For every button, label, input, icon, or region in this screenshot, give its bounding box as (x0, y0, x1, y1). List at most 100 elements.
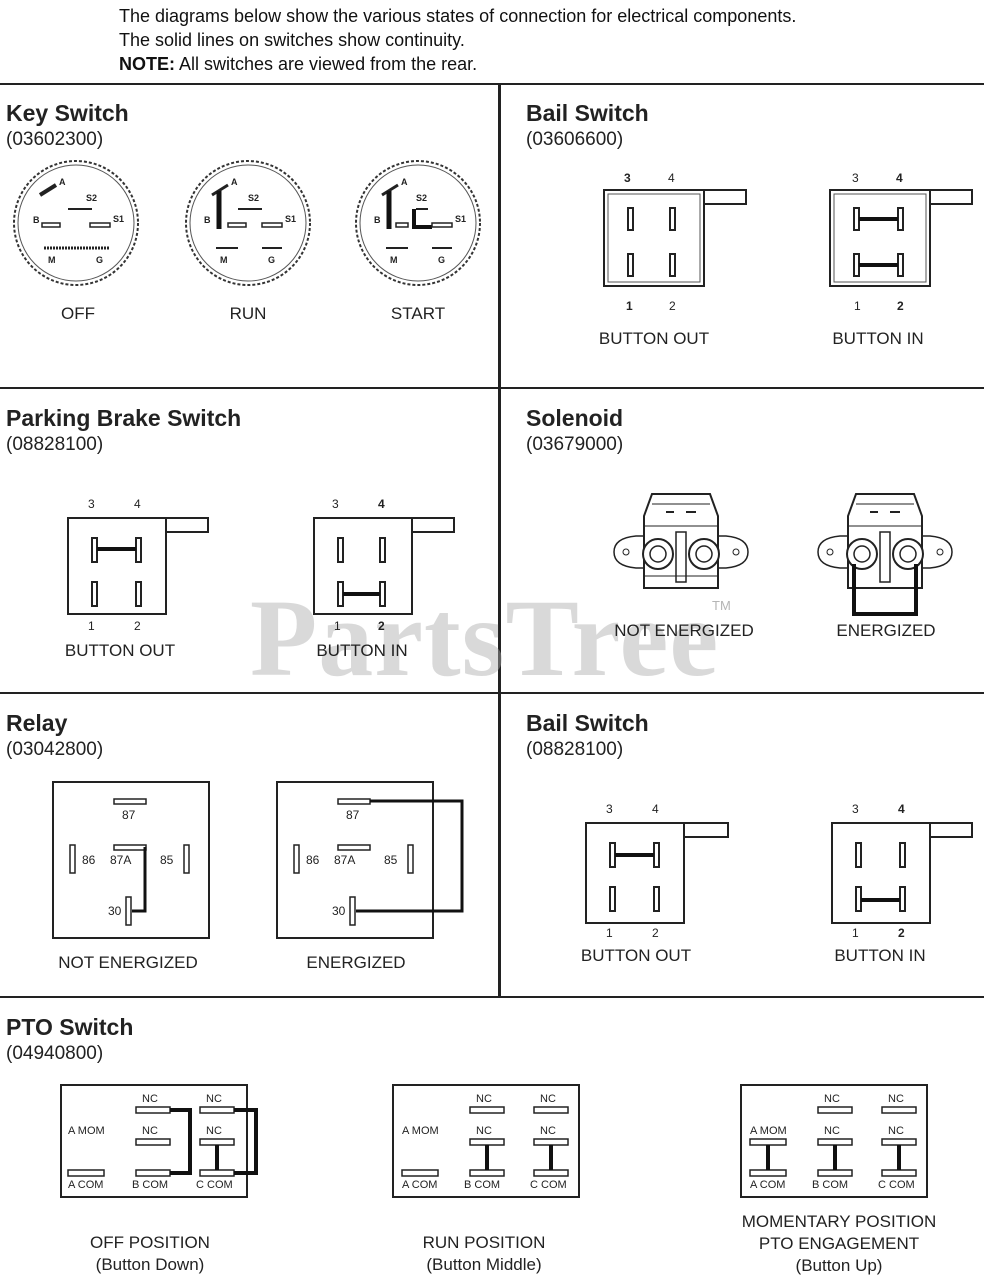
pto-run-ccom: C COM (530, 1179, 567, 1191)
bail1-in-pin-3: 3 (852, 171, 859, 185)
pb-out-pin-3: 3 (88, 497, 95, 511)
pto-off-nc-2: NC (206, 1093, 222, 1105)
pto-off-amom: A MOM (68, 1125, 105, 1137)
relay-on-label-87: 87 (346, 808, 360, 822)
solenoid-energized-diagram (817, 493, 953, 616)
key-run-label-s1: S1 (285, 214, 296, 224)
key-off-label-a: A (59, 177, 66, 187)
solenoid-title: Solenoid (526, 405, 624, 431)
bail-switch-2-in-diagram: 3 4 1 2 (831, 802, 973, 940)
pto-off-acom: A COM (68, 1179, 103, 1191)
pto-run-nc-3: NC (476, 1125, 492, 1137)
solenoid-part-number: (03679000) (526, 434, 624, 455)
pb-out-pin-1: 1 (88, 619, 95, 633)
relay-not-energized-diagram: 87 86 87A 85 30 (52, 781, 210, 939)
key-start-label-s2: S2 (416, 193, 427, 203)
bail1-in-pin-4: 4 (896, 171, 903, 185)
pb-out-pin-2: 2 (134, 619, 141, 633)
divider-top (0, 83, 984, 85)
bail-switch-1-part-number: (03606600) (526, 129, 624, 150)
pto-mom-nc-3: NC (824, 1125, 840, 1137)
key-switch-state-start: START (390, 304, 446, 323)
divider-center (498, 84, 501, 996)
bail-switch-2-state-out: BUTTON OUT (580, 946, 692, 965)
relay-on-label-86: 86 (306, 853, 320, 867)
bail2-out-pin-3: 3 (606, 802, 613, 816)
pto-switch-title: PTO Switch (6, 1014, 134, 1040)
bail-switch-2-title: Bail Switch (526, 710, 649, 736)
pto-state-off-line-2: (Button Down) (95, 1255, 205, 1274)
key-run-label-g: G (268, 255, 275, 265)
key-switch-part-number: (03602300) (6, 129, 104, 150)
pto-run-bcom: B COM (464, 1179, 500, 1191)
key-switch-title: Key Switch (6, 100, 129, 126)
bail2-in-pin-4: 4 (898, 802, 905, 816)
bail2-out-pin-4: 4 (652, 802, 659, 816)
parking-brake-part-number: (08828100) (6, 434, 104, 455)
bail-switch-2-part-number: (08828100) (526, 739, 624, 760)
solenoid-state-energized: ENERGIZED (836, 621, 936, 640)
bail2-out-pin-2: 2 (652, 926, 659, 940)
pto-off-ccom: C COM (196, 1179, 233, 1191)
relay-off-label-87a: 87A (110, 853, 131, 867)
note-label: NOTE: (119, 54, 175, 74)
intro-line-2: The solid lines on switches show continu… (119, 30, 465, 50)
pto-run-diagram: NC NC A MOM NC NC A COM B COM C COM (392, 1084, 580, 1198)
key-run-label-s2: S2 (248, 193, 259, 203)
key-off-label-s1: S1 (113, 214, 124, 224)
bail-switch-1-state-out: BUTTON OUT (598, 329, 710, 348)
parking-brake-out-diagram: 3 4 1 2 (67, 497, 209, 633)
solenoid-not-energized-diagram (613, 493, 749, 589)
pto-state-off-line-1: OFF POSITION (90, 1233, 210, 1252)
parking-brake-in-diagram: 3 4 1 2 (313, 497, 455, 633)
bail2-in-pin-2: 2 (898, 926, 905, 940)
intro-line-1: The diagrams below show the various stat… (119, 6, 797, 26)
bail1-out-pin-2: 2 (669, 299, 676, 313)
pb-in-pin-4: 4 (378, 497, 385, 511)
relay-off-label-86: 86 (82, 853, 96, 867)
key-start-label-a: A (401, 177, 408, 187)
pto-switch-part-number: (04940800) (6, 1043, 104, 1064)
key-start-label-m: M (390, 255, 398, 265)
pto-off-nc-1: NC (142, 1093, 158, 1105)
intro-note: NOTE: All switches are viewed from the r… (119, 52, 796, 76)
relay-off-label-30: 30 (108, 904, 122, 918)
divider-row-2 (0, 387, 984, 389)
relay-state-not-energized: NOT ENERGIZED (58, 953, 198, 972)
key-off-label-b: B (33, 215, 40, 225)
key-run-label-m: M (220, 255, 228, 265)
key-start-label-s1: S1 (455, 214, 466, 224)
parking-brake-title: Parking Brake Switch (6, 405, 242, 431)
key-off-label-s2: S2 (86, 193, 97, 203)
pto-state-momentary-line-2: PTO ENGAGEMENT (758, 1234, 920, 1253)
pto-mom-amom: A MOM (750, 1125, 787, 1137)
key-switch-run-diagram: A S2 B S1 M G (185, 160, 311, 286)
pto-state-momentary-line-3: (Button Up) (795, 1256, 883, 1275)
pto-run-nc-1: NC (476, 1093, 492, 1105)
relay-energized-diagram: 87 86 87A 85 30 (276, 781, 464, 939)
key-start-label-b: B (374, 215, 381, 225)
relay-title: Relay (6, 710, 68, 736)
key-off-label-m: M (48, 255, 56, 265)
bail-switch-1-out-diagram: 3 4 1 2 (603, 171, 747, 313)
relay-part-number: (03042800) (6, 739, 104, 760)
bail-switch-1-title: Bail Switch (526, 100, 649, 126)
key-off-label-g: G (96, 255, 103, 265)
pb-in-pin-2: 2 (378, 619, 385, 633)
bail1-out-pin-1: 1 (626, 299, 633, 313)
key-switch-state-off: OFF (61, 304, 95, 323)
key-switch-state-run: RUN (229, 304, 267, 323)
relay-on-label-87a: 87A (334, 853, 355, 867)
pto-off-bcom: B COM (132, 1179, 168, 1191)
pto-mom-nc-4: NC (888, 1125, 904, 1137)
relay-on-label-85: 85 (384, 853, 398, 867)
pto-state-run-line-1: RUN POSITION (422, 1233, 546, 1252)
relay-state-energized: ENERGIZED (306, 953, 406, 972)
bail-switch-2-state-in: BUTTON IN (834, 946, 926, 965)
pto-run-nc-4: NC (540, 1125, 556, 1137)
bail2-out-pin-1: 1 (606, 926, 613, 940)
pb-in-pin-3: 3 (332, 497, 339, 511)
pto-state-off: OFF POSITION (Button Down) (60, 1232, 240, 1276)
parking-brake-state-in: BUTTON IN (316, 641, 408, 660)
bail-switch-2-out-diagram: 3 4 1 2 (585, 802, 729, 940)
